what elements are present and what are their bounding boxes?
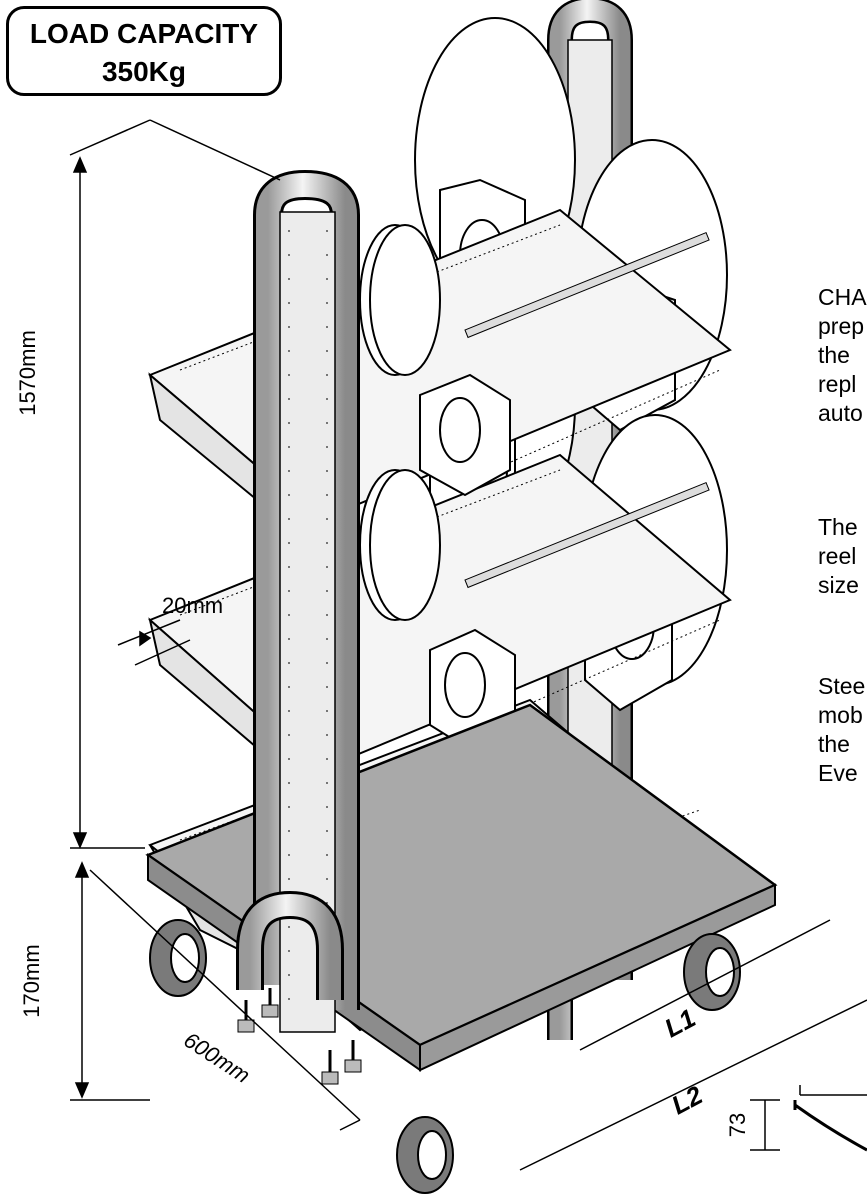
leveling-feet (237, 988, 362, 1085)
description-paragraph-1: CHA prep the repl auto (818, 284, 867, 426)
badge-line1: LOAD CAPACITY (29, 18, 259, 49)
description-paragraph-3: Stee mob the Eve (818, 673, 866, 786)
wheel-front-right (396, 1116, 454, 1194)
front-upright (236, 169, 360, 1033)
description-paragraph-2: The reel size (818, 514, 859, 598)
wheel-rear-right (683, 933, 741, 1011)
dim-height-label: 1570mm (15, 330, 40, 416)
dim-base-height-label: 170mm (19, 944, 44, 1018)
dim-slot-label: 20mm (162, 593, 224, 618)
dimension-lines (69, 119, 867, 1171)
badge-line2: 350Kg (101, 56, 187, 87)
reel-small-top (359, 224, 511, 497)
load-capacity-badge: LOAD CAPACITY 350Kg (6, 6, 282, 96)
wheel-front-left (149, 919, 207, 997)
dim-detail-label: 73 (725, 1112, 751, 1138)
